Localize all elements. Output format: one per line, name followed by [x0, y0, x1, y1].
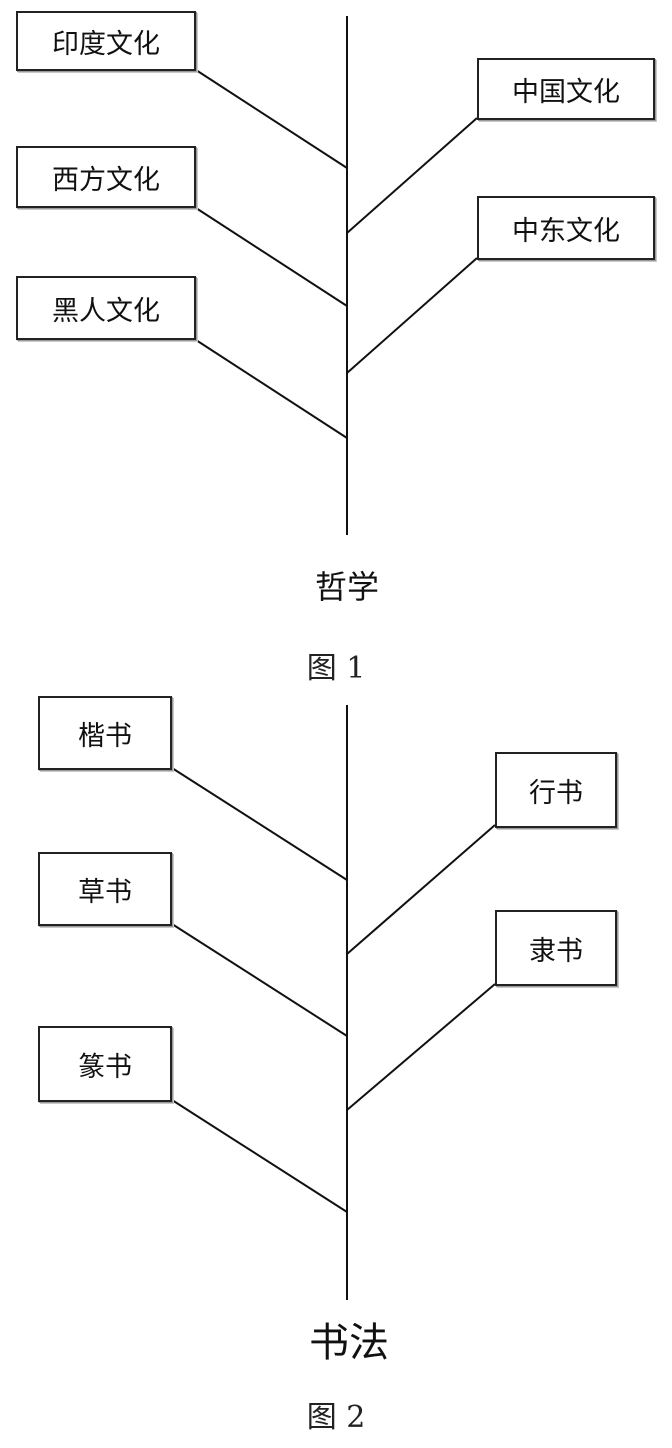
branch-line-2-left-3: [171, 1099, 348, 1213]
branch-line-2-left-2: [171, 923, 348, 1037]
branch-node-black-culture: 黑人文化: [16, 276, 196, 340]
branch-node-xingshu: 行书: [495, 752, 617, 828]
branch-node-indian-culture: 印度文化: [16, 11, 196, 71]
branch-node-lishu: 隶书: [495, 910, 617, 986]
root-label-philosophy: 哲学: [314, 568, 379, 606]
branch-node-zhuanshu: 篆书: [38, 1026, 172, 1102]
branch-node-western-culture: 西方文化: [16, 146, 196, 208]
branch-line-2-left-1: [171, 767, 348, 881]
branch-line-2-right-1: [346, 824, 496, 955]
branch-line-1-right-1: [346, 117, 478, 234]
branch-line-2-right-2: [346, 983, 496, 1111]
branch-node-chinese-culture: 中国文化: [477, 58, 655, 120]
branch-line-1-left-3: [195, 339, 348, 439]
root-label-calligraphy: 书法: [309, 1320, 389, 1366]
branch-node-kaishu: 楷书: [38, 696, 172, 770]
branch-node-middle-east-culture: 中东文化: [477, 196, 655, 260]
branch-node-caoshu: 草书: [38, 852, 172, 926]
figure-caption-2: 图 2: [306, 1400, 366, 1435]
branch-line-1-right-2: [346, 257, 478, 374]
branch-line-1-left-1: [195, 69, 348, 169]
figure-caption-1: 图 1: [306, 651, 366, 686]
branch-line-1-left-2: [195, 207, 348, 307]
